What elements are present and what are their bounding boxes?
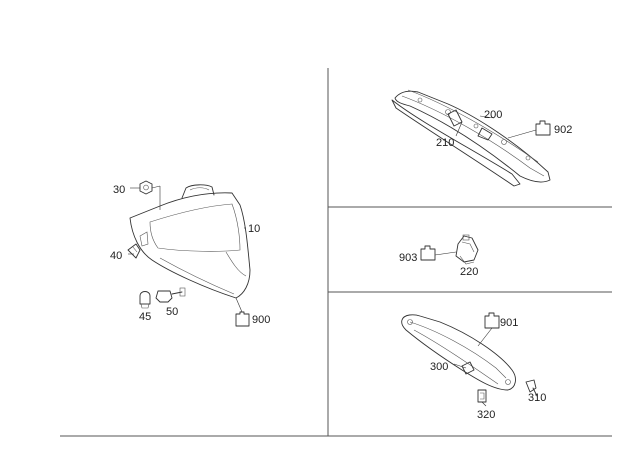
leader-lines-middle — [434, 251, 457, 256]
socket-50-part[interactable] — [155, 287, 186, 303]
leader-lines-upper — [455, 115, 537, 139]
clip-320-part[interactable] — [477, 389, 487, 403]
label-45: 45 — [139, 311, 151, 323]
label-200: 200 — [484, 109, 502, 121]
label-300: 300 — [430, 361, 448, 373]
panel-dividers — [60, 68, 612, 437]
label-40: 40 — [110, 250, 122, 262]
grommet-40-part[interactable] — [127, 243, 141, 259]
bulb-45-part[interactable] — [139, 291, 151, 309]
label-903: 903 — [399, 252, 417, 264]
connector-901-part[interactable] — [484, 312, 500, 329]
label-220: 220 — [460, 266, 478, 278]
label-900: 900 — [252, 314, 270, 326]
label-210: 210 — [436, 137, 454, 149]
screw-310-part[interactable] — [525, 379, 538, 397]
label-50: 50 — [166, 306, 178, 318]
tail-lamp-part[interactable] — [129, 184, 251, 299]
label-902: 902 — [554, 124, 572, 136]
nut-30-part[interactable] — [139, 180, 153, 195]
part-number-labels: 10 30 40 45 50 900 200 210 902 903 220 9… — [110, 109, 572, 421]
label-30: 30 — [113, 184, 125, 196]
label-901: 901 — [500, 317, 518, 329]
bulb-holder-220-part[interactable] — [455, 234, 479, 265]
connector-900-part[interactable] — [235, 311, 250, 327]
label-320: 320 — [477, 409, 495, 421]
connector-902-part[interactable] — [535, 120, 551, 136]
label-10: 10 — [248, 223, 260, 235]
connector-903-part[interactable] — [420, 245, 436, 261]
lamp-strip-300-part[interactable] — [401, 314, 516, 391]
brake-light-strip-part[interactable] — [391, 89, 551, 187]
label-310: 310 — [528, 392, 546, 404]
leader-lines-left — [128, 185, 246, 313]
leader-lines-lower — [453, 327, 493, 407]
